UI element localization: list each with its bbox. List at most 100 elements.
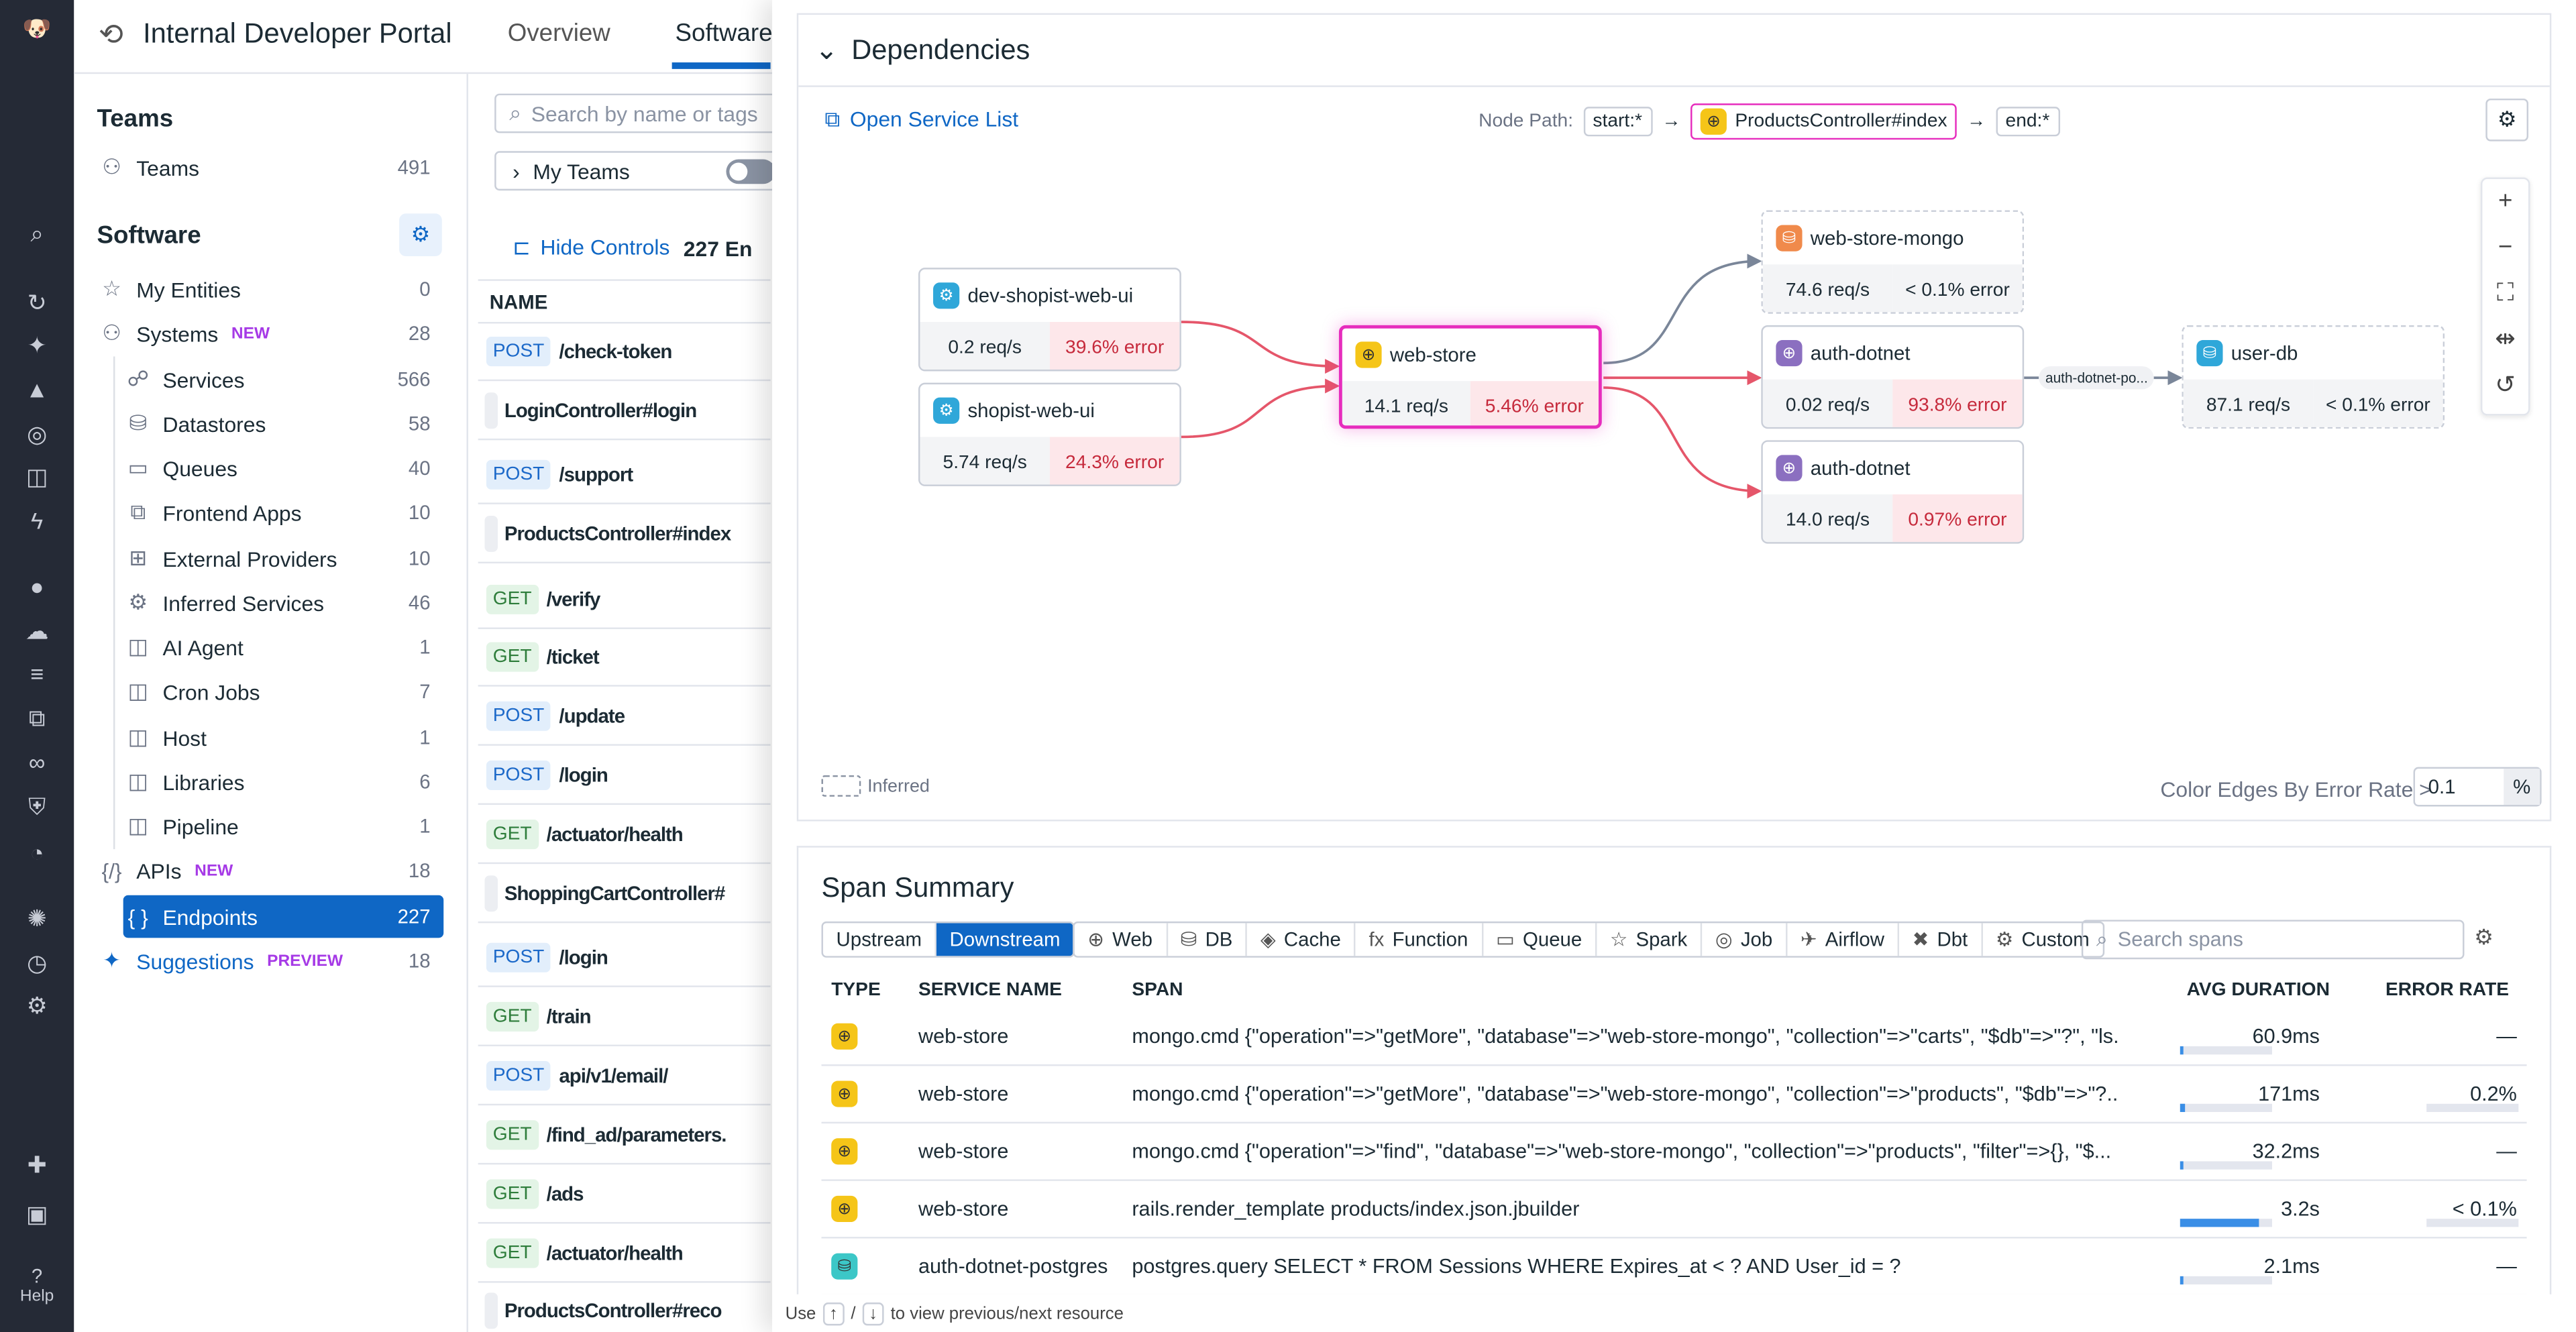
- reset-icon[interactable]: ↺: [2495, 371, 2516, 400]
- zoom-in-icon[interactable]: +: [2498, 187, 2513, 215]
- span-settings-icon[interactable]: ⚙: [2474, 924, 2493, 950]
- chart-icon[interactable]: ▲: [25, 376, 49, 403]
- bolt-icon[interactable]: ϟ: [30, 507, 44, 534]
- zoom-out-icon[interactable]: −: [2498, 233, 2513, 262]
- link-icon[interactable]: ∞: [28, 748, 46, 775]
- filter-custom[interactable]: ⚙Custom: [1982, 923, 2102, 956]
- path-end[interactable]: end:*: [1995, 107, 2060, 137]
- my-teams-toggle-row[interactable]: ›My Teams: [494, 151, 807, 191]
- filter-db[interactable]: ⛁DB: [1167, 923, 1248, 956]
- dog-logo-icon[interactable]: 🐶: [22, 15, 52, 42]
- apm-icon[interactable]: ⧉: [28, 704, 46, 731]
- upstream-button[interactable]: Upstream: [823, 923, 936, 956]
- table-row[interactable]: GET/actuator/health: [478, 1224, 771, 1283]
- table-row[interactable]: LoginController#login: [478, 381, 771, 441]
- edge-label[interactable]: auth-dotnet-po...: [2039, 366, 2154, 390]
- collapse-icon[interactable]: ⇹: [2495, 325, 2516, 353]
- gauge-icon[interactable]: ◔: [30, 839, 44, 866]
- cube-icon[interactable]: ◫: [25, 463, 48, 490]
- table-row[interactable]: POST/update: [478, 687, 771, 746]
- hide-controls-button[interactable]: ⊏Hide Controls: [513, 235, 669, 261]
- puzzle-icon[interactable]: ✚: [27, 1151, 47, 1178]
- fit-view-icon[interactable]: ⛶: [2496, 279, 2514, 307]
- color-edges-value[interactable]: 0.1: [2428, 775, 2456, 799]
- table-row[interactable]: GET/ads: [478, 1164, 771, 1224]
- avatar-icon[interactable]: ▣: [25, 1201, 48, 1227]
- col-avg-duration[interactable]: AVG DURATION: [2186, 981, 2330, 1001]
- col-service-name[interactable]: SERVICE NAME: [918, 981, 1062, 1001]
- settings-icon[interactable]: ⚙: [26, 992, 48, 1019]
- tab-software[interactable]: Software: [675, 19, 773, 48]
- downstream-button[interactable]: Downstream: [936, 923, 1074, 956]
- logs-icon[interactable]: ≡: [30, 660, 44, 687]
- color-edges-input[interactable]: 0.1%: [2413, 767, 2542, 807]
- table-row[interactable]: ProductsController#index: [478, 504, 771, 564]
- filter-spark[interactable]: ☆Spark: [1597, 923, 1703, 956]
- search-input[interactable]: ⌕Search by name or tags: [494, 93, 807, 133]
- filter-dbt[interactable]: ✖Dbt: [1899, 923, 1983, 956]
- bug-icon[interactable]: ✺: [27, 905, 47, 932]
- col-error-rate[interactable]: ERROR RATE: [2385, 981, 2510, 1001]
- table-row[interactable]: POST/check-token: [478, 322, 771, 382]
- filter-job[interactable]: ◎Job: [1702, 923, 1788, 956]
- table-row[interactable]: POST/login: [478, 746, 771, 806]
- cloud-icon[interactable]: ☁: [25, 617, 49, 645]
- table-row[interactable]: GET/verify: [478, 570, 771, 629]
- software-settings-button[interactable]: ⚙: [399, 213, 442, 257]
- dependencies-header[interactable]: ⌄Dependencies: [798, 15, 2550, 87]
- target-icon[interactable]: ◎: [27, 420, 48, 447]
- table-row[interactable]: ProductsController#reco: [478, 1281, 771, 1332]
- span-search-input[interactable]: ⌕Search spans: [2081, 920, 2465, 960]
- path-start[interactable]: start:*: [1582, 107, 1652, 137]
- history-icon[interactable]: ↻: [27, 289, 47, 316]
- dots-icon[interactable]: ●: [30, 573, 44, 600]
- col-type[interactable]: TYPE: [831, 981, 881, 1001]
- filter-queue[interactable]: ▭Queue: [1483, 923, 1597, 956]
- table-row[interactable]: GET/ticket: [478, 628, 771, 687]
- sparkle-icon[interactable]: ✦: [27, 331, 47, 358]
- path-node[interactable]: ⊕ProductsController#index: [1690, 103, 1957, 140]
- filter-cache[interactable]: ◈Cache: [1247, 923, 1356, 956]
- shield-icon[interactable]: ⛨: [28, 793, 46, 820]
- search-icon[interactable]: ⌕: [30, 220, 44, 247]
- speedometer-icon[interactable]: ◷: [27, 949, 48, 976]
- table-row[interactable]: GET/find_ad/parameters.: [478, 1105, 771, 1165]
- table-row[interactable]: POST/login: [478, 928, 771, 987]
- help-button[interactable]: ?Help: [0, 1265, 74, 1306]
- my-teams-toggle[interactable]: [726, 159, 775, 184]
- table-row[interactable]: GET/train: [478, 987, 771, 1047]
- col-span[interactable]: SPAN: [1132, 981, 1183, 1001]
- tab-overview[interactable]: Overview: [507, 19, 610, 48]
- filter-airflow[interactable]: ✈Airflow: [1787, 923, 1900, 956]
- table-row[interactable]: ShoppingCartController#: [478, 864, 771, 924]
- table-row[interactable]: GET/actuator/health: [478, 805, 771, 865]
